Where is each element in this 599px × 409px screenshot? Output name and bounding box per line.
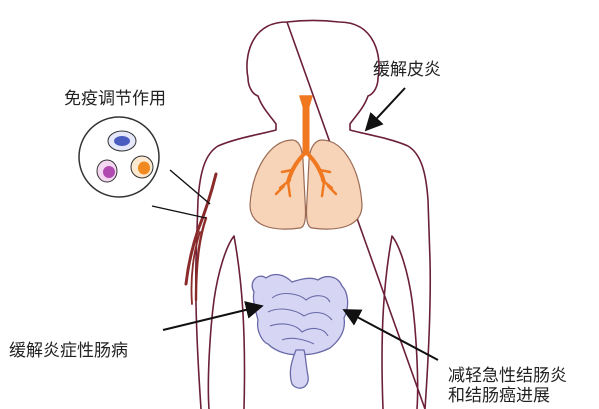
ibd-label: 缓解炎症性肠病 xyxy=(9,341,128,361)
large-intestine xyxy=(252,275,347,355)
immune-cell-icon xyxy=(79,117,159,197)
left-lung xyxy=(250,140,305,229)
colitis-label-line2: 和结肠癌进展 xyxy=(448,386,550,406)
colitis-label-line1: 减轻急性结肠炎 xyxy=(448,366,567,386)
rectum xyxy=(290,350,308,388)
blood-vessel-icon xyxy=(186,174,216,304)
intestine-icon xyxy=(252,275,347,389)
immune-label: 免疫调节作用 xyxy=(64,89,166,109)
colitis-arrow xyxy=(344,310,438,360)
skin-label: 缓解皮炎 xyxy=(373,60,441,80)
right-lung xyxy=(307,140,362,229)
